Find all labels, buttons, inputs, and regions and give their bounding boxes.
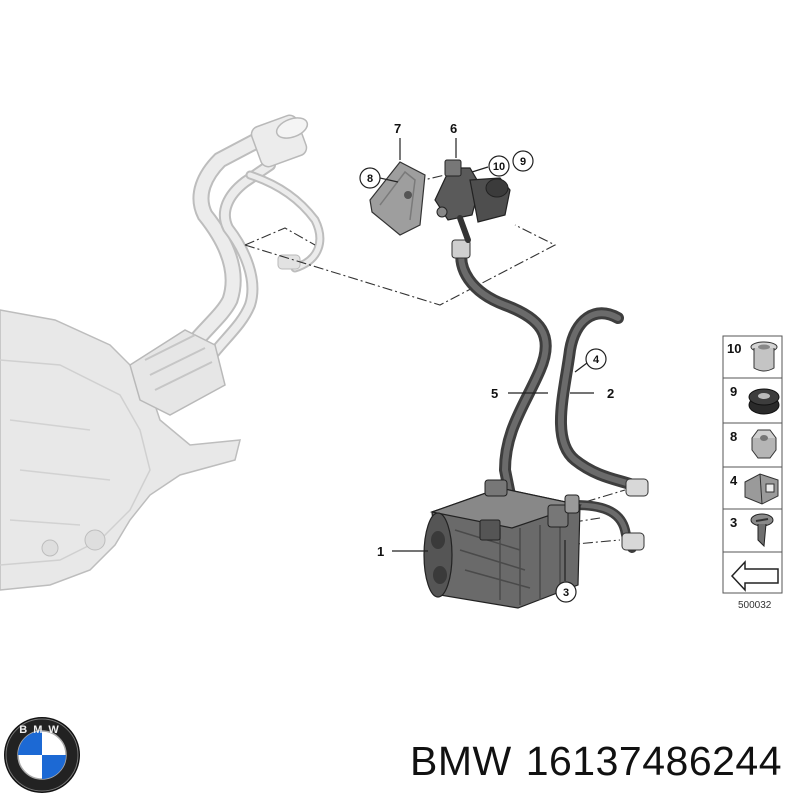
- part-number: 16137486244: [525, 738, 783, 784]
- callout-2: 2: [607, 386, 614, 401]
- legend-label-9: 9: [730, 384, 737, 399]
- callout-10: 10: [493, 161, 505, 173]
- legend-icon-nut: [751, 429, 777, 459]
- vent-nipple-ghost: [277, 254, 301, 270]
- footer-caption: BMW 16137486244: [410, 738, 796, 788]
- hoses: [455, 244, 646, 553]
- leader-lines: [379, 138, 594, 581]
- bmw-logo-letters: BMW: [19, 724, 65, 736]
- legend-icon-clip: [744, 473, 779, 505]
- circled-callouts: 8 10 9 4 3: [359, 150, 607, 603]
- callout-7: 7: [394, 121, 401, 136]
- hose-end-lower: [621, 532, 645, 551]
- callouts: 7 6 5 2 1: [377, 121, 614, 559]
- legend-label-10: 10: [727, 341, 741, 356]
- callout-8: 8: [367, 173, 373, 185]
- legend-direction-arrow-icon: [730, 560, 779, 592]
- charcoal-canister: [423, 479, 583, 609]
- filler-cap-ghost: [250, 114, 309, 168]
- callout-1: 1: [377, 544, 384, 559]
- callout-9: 9: [520, 156, 526, 168]
- filler-neck-ghost: [166, 131, 325, 386]
- bracket: [369, 161, 426, 236]
- legend-label-4: 4: [730, 473, 738, 488]
- legend-icon-grommet: [748, 388, 780, 415]
- callout-4: 4: [593, 354, 600, 366]
- legend-icon-sleeve: [750, 341, 778, 372]
- brand-name: BMW: [410, 738, 512, 784]
- bmw-logo: BMW: [4, 717, 80, 793]
- legend-panel: 10 9 8 4 3: [722, 335, 783, 611]
- callout-3: 3: [563, 587, 569, 599]
- callout-6: 6: [450, 121, 457, 136]
- legend-label-8: 8: [730, 429, 737, 444]
- callout-5: 5: [491, 386, 498, 401]
- valve-hose-connector: [451, 239, 471, 259]
- legend-label-3: 3: [730, 515, 737, 530]
- fuel-tank-ghost: [0, 309, 241, 591]
- tank-collar-ghost: [129, 329, 226, 416]
- diagram-number: 500032: [738, 600, 772, 611]
- hose-end-upper: [625, 478, 649, 497]
- legend-icon-screw: [750, 513, 774, 548]
- purge-valve: [434, 159, 511, 243]
